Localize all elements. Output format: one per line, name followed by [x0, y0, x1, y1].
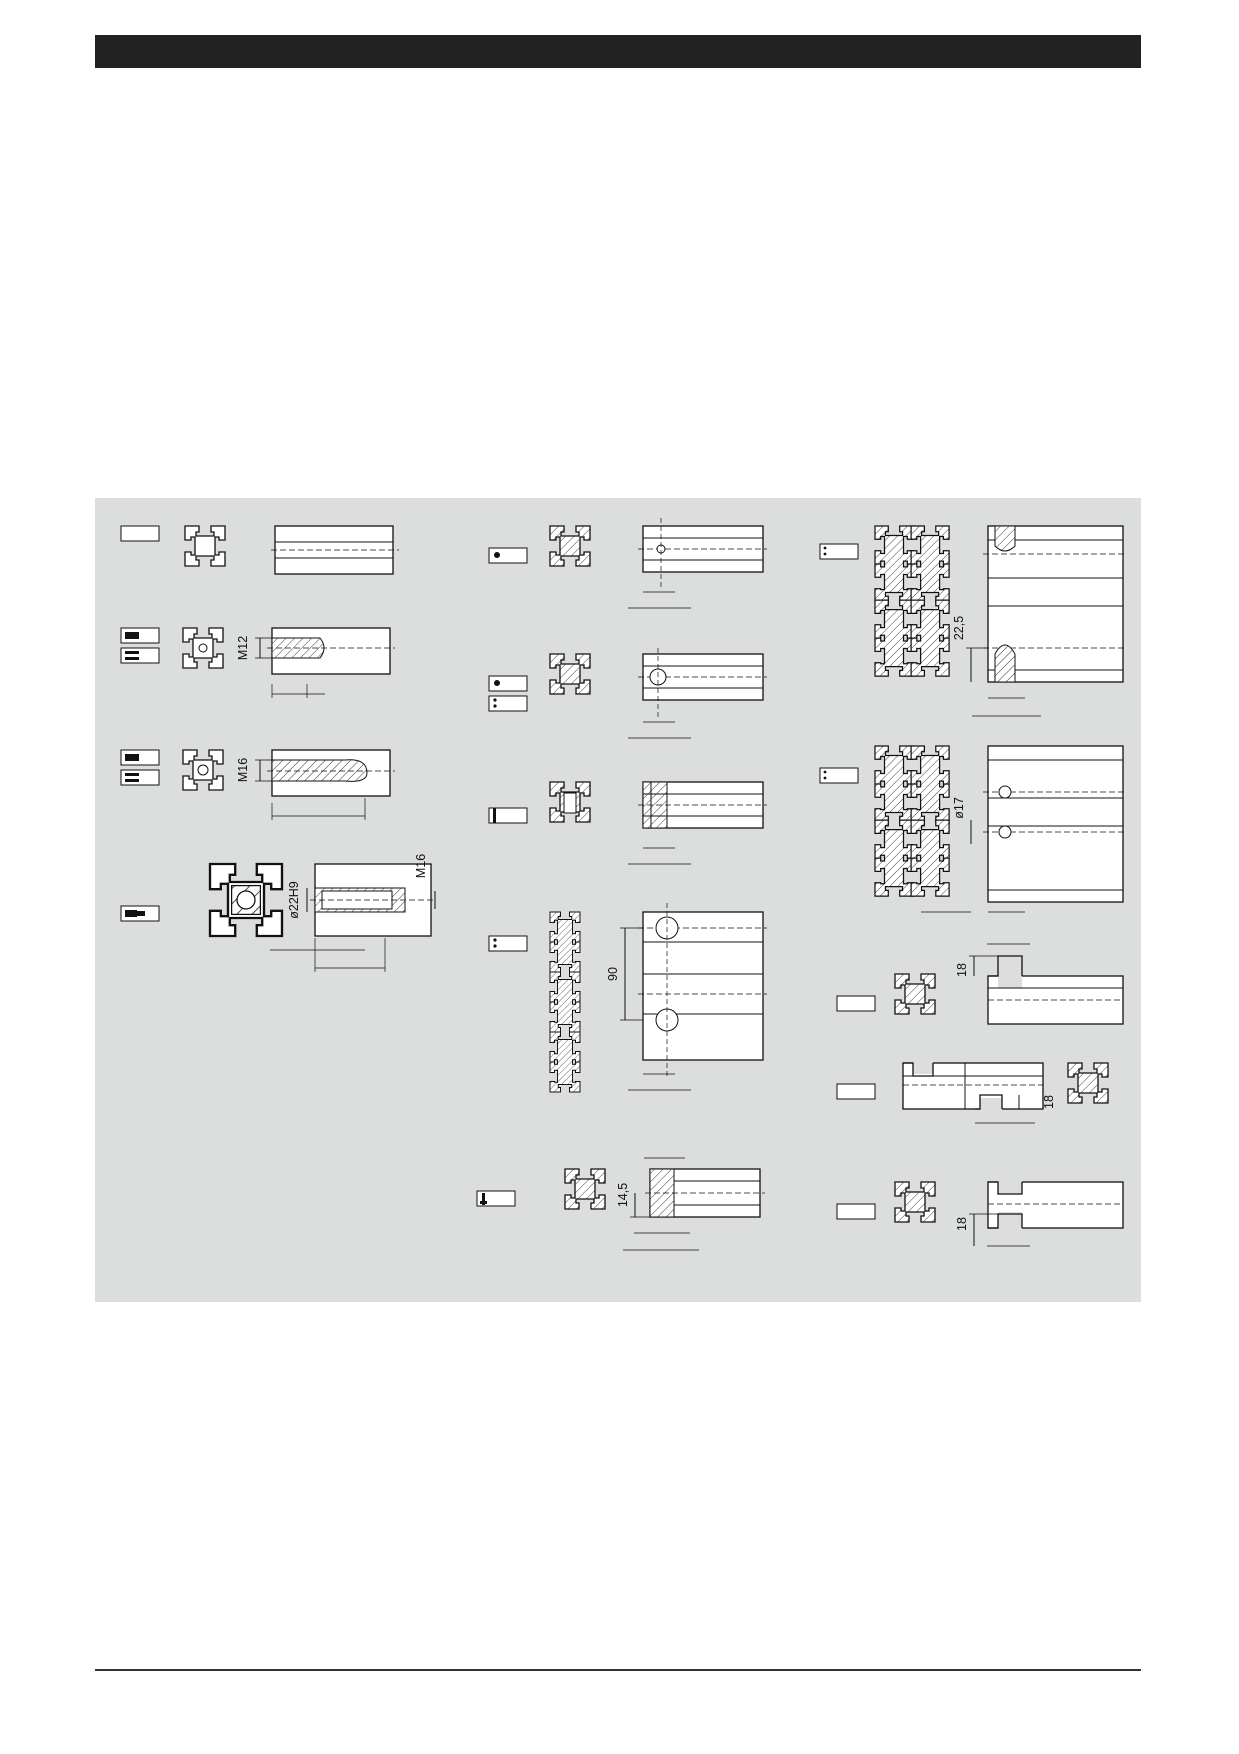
dim-depth-14-5: 14,5	[616, 1183, 630, 1207]
machining-option-col2-row1	[488, 518, 767, 609]
machining-option-col3-row4: 18	[836, 1058, 1109, 1124]
machining-option-col3-row1: 22,5	[819, 525, 1127, 717]
machining-option-col3-row5: 18	[836, 1178, 1124, 1247]
machining-option-m16: M16	[120, 749, 395, 820]
machining-option-col2-row3	[488, 781, 767, 865]
machining-option-col3-row2: ø17	[819, 745, 1127, 913]
dim-bore-22h9: ø22H9	[287, 881, 301, 919]
technical-drawings: M12 M16 ø22	[120, 518, 1127, 1251]
machining-option-col3-row3: 18	[836, 943, 1124, 1025]
machining-option-col2-row5: 14,5	[476, 1157, 765, 1251]
dim-bore-17: ø17	[952, 797, 966, 819]
dim-slot-18-a: 18	[955, 963, 969, 977]
dim-m16-b: M16	[414, 854, 428, 878]
machining-option-col2-row4: 90	[488, 903, 767, 1093]
header-bar	[95, 35, 1141, 68]
dim-m16-a: M16	[236, 758, 250, 782]
footer-rule	[95, 1669, 1141, 1671]
drawing-panel: M12 M16 ø22	[95, 498, 1141, 1302]
dim-m12: M12	[236, 636, 250, 660]
machining-option-m12: M12	[120, 627, 395, 698]
dim-slot-18-c: 18	[955, 1217, 969, 1231]
dim-slot-18-b: 18	[1042, 1095, 1056, 1109]
dim-offset-22-5: 22,5	[952, 616, 966, 640]
machining-option-col2-row2	[488, 648, 767, 739]
machining-option-1	[120, 525, 399, 575]
machining-option-bore-22h9: ø22H9 M16	[120, 854, 436, 972]
dim-pitch-90: 90	[606, 967, 620, 981]
